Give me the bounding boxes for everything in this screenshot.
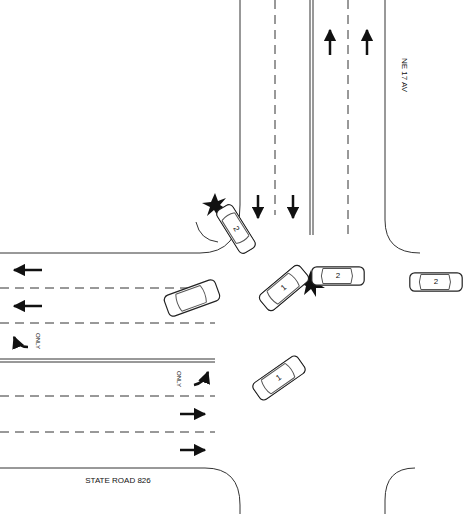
lane-marking: ONLY	[176, 371, 182, 387]
direction-arrow	[180, 413, 205, 416]
lane-line	[0, 288, 215, 289]
vehicle	[163, 278, 221, 317]
lane-marking: ONLY	[35, 333, 41, 349]
direction-arrow	[257, 195, 260, 218]
vehicle: 2	[311, 266, 365, 286]
road-edge	[0, 468, 240, 514]
center-line	[0, 359, 215, 360]
vehicle: 1	[256, 262, 312, 314]
direction-arrow	[14, 269, 42, 272]
vehicle: 1	[250, 353, 308, 403]
skid-arc	[196, 222, 218, 242]
vehicle: 2	[409, 272, 463, 292]
turn-arrow	[194, 372, 208, 385]
turn-arrow	[14, 337, 28, 347]
street-name: STATE ROAD 826	[85, 477, 151, 485]
lane-line	[275, 0, 276, 215]
lane-line	[0, 432, 215, 433]
street-name: NE 17 AV	[400, 58, 408, 92]
road-edge	[385, 0, 420, 253]
lane-line	[0, 323, 215, 324]
vehicle-number: 2	[409, 278, 463, 286]
direction-arrow	[14, 305, 42, 308]
direction-arrow	[292, 195, 295, 218]
lane-line	[0, 396, 215, 397]
road-edge	[385, 468, 415, 514]
road-edge	[0, 0, 240, 253]
center-line	[0, 362, 215, 363]
lane-line	[348, 0, 349, 235]
direction-arrow	[366, 30, 369, 55]
center-line	[310, 0, 311, 235]
direction-arrow	[180, 449, 205, 452]
direction-arrow	[329, 30, 332, 55]
vehicle-number: 2	[311, 272, 365, 280]
center-line	[313, 0, 314, 235]
